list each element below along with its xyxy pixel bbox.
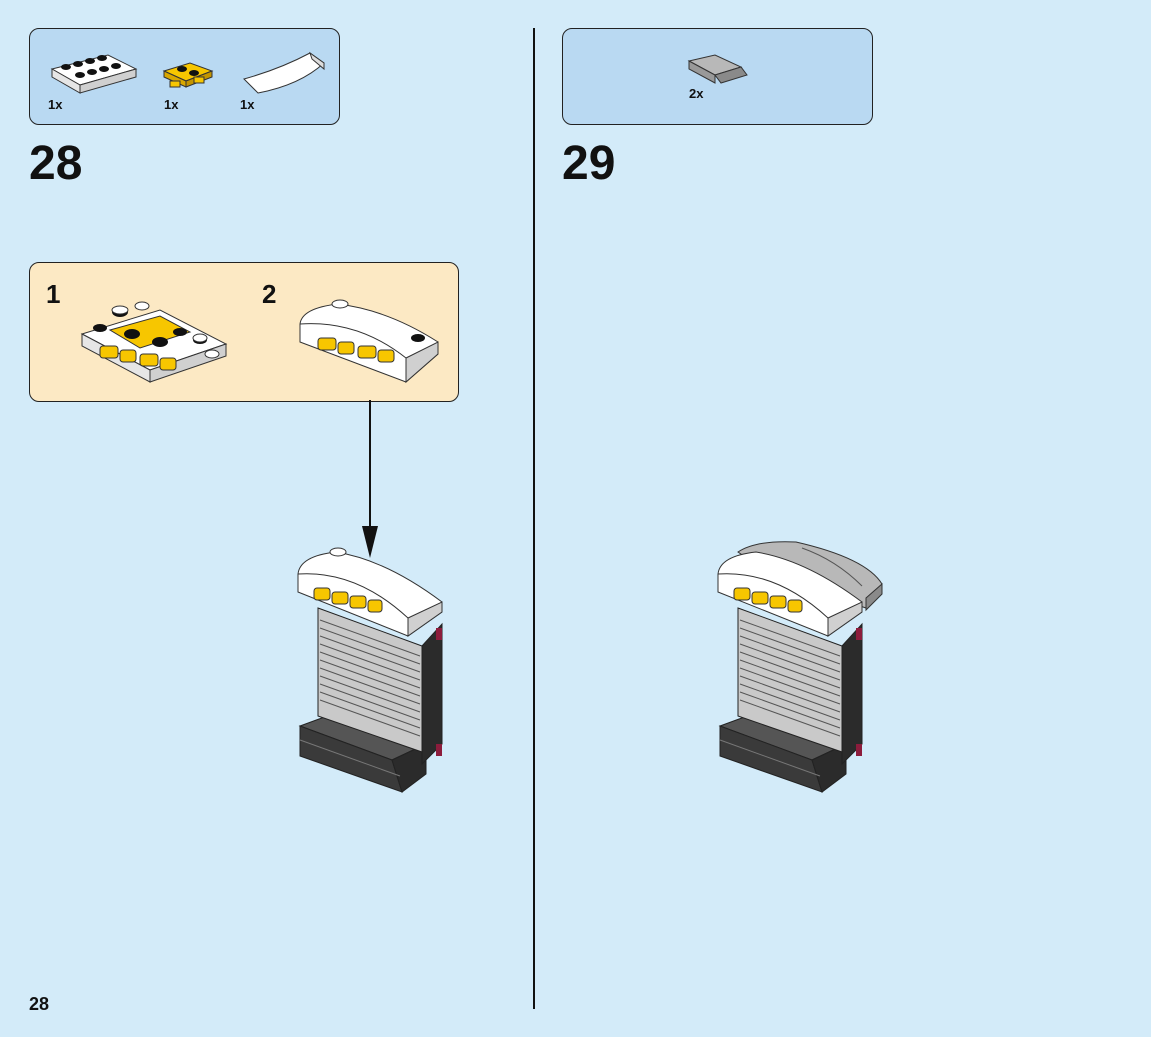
yellow-plate-with-clips-icon — [162, 62, 214, 88]
step-divider — [533, 28, 535, 1009]
part-qty: 1x — [164, 97, 179, 112]
page-number: 28 — [29, 994, 50, 1014]
part-qty: 1x — [48, 97, 63, 112]
substep-2-assembly-icon — [299, 299, 439, 384]
model-step-29-icon — [717, 541, 883, 793]
substep-1-assembly-icon — [80, 301, 228, 383]
step-number: 29 — [562, 137, 616, 190]
parts-list-step-28: 1x 1x 1x — [29, 28, 340, 125]
model-step-28-icon — [297, 547, 443, 793]
white-curved-slope-icon — [243, 51, 325, 94]
substep-box: 1 2 — [29, 262, 459, 402]
substep-number: 1 — [46, 279, 61, 309]
assembly-arrow-icon — [362, 400, 378, 558]
gray-curved-slope-icon — [687, 54, 748, 84]
part-qty: 2x — [689, 86, 704, 101]
substep-number: 2 — [262, 279, 277, 309]
step-number: 28 — [29, 137, 83, 190]
part-qty: 1x — [240, 97, 255, 112]
white-plate-2x4-icon — [50, 54, 138, 94]
parts-list-step-29: 2x — [562, 28, 873, 125]
